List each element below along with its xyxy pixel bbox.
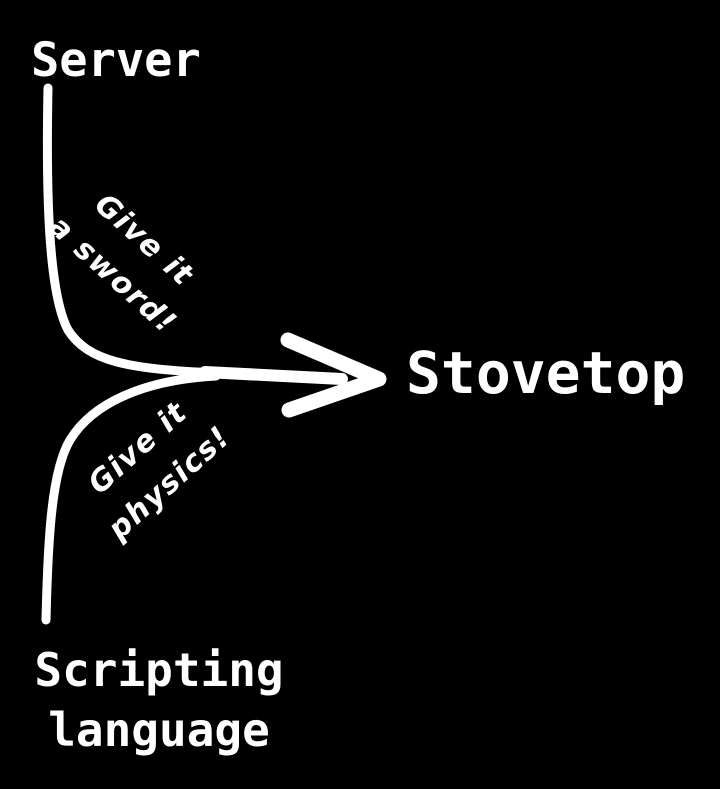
bottom-curve-line [41,371,221,625]
server-label-text: Server [31,33,201,88]
arrow-head [280,332,387,418]
scripting-language-label: Scripting language [33,641,285,761]
server-label: Server [31,37,201,84]
top-curve-line [42,83,221,378]
stovetop-label: Stovetop [406,344,685,402]
stovetop-label-text: Stovetop [406,339,686,407]
scripting-language-line1: Scripting [34,643,284,697]
arrow-shaft [199,366,348,385]
scripting-language-line2: language [48,702,270,757]
